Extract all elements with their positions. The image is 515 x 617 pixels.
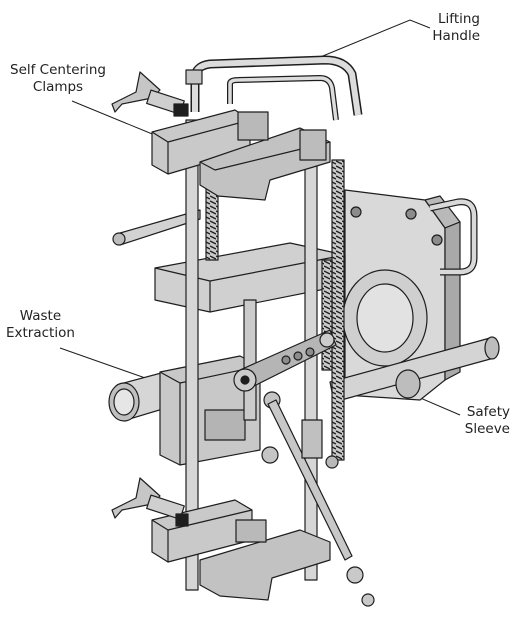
upper-clamp-knob <box>111 71 161 113</box>
guide-rod-left <box>185 119 199 591</box>
leader-self-centering-clamps <box>71 100 163 139</box>
spring-safety-sleeve <box>331 159 345 461</box>
safety-sleeve-collar <box>301 419 323 459</box>
leader-lifting-handle <box>317 19 431 59</box>
link-arm <box>267 399 353 561</box>
guide-rod-right <box>304 149 318 581</box>
lower-clamp-jaw-right <box>199 529 331 601</box>
self-centering-clamps-label: Self Centering Clamps <box>10 62 106 95</box>
lifting-handle-label: Lifting Handle <box>432 11 480 44</box>
safety-sleeve-label: Safety Sleeve <box>464 404 510 437</box>
frame-block <box>154 242 346 313</box>
waste-extraction-label: Waste Extraction <box>6 308 75 341</box>
